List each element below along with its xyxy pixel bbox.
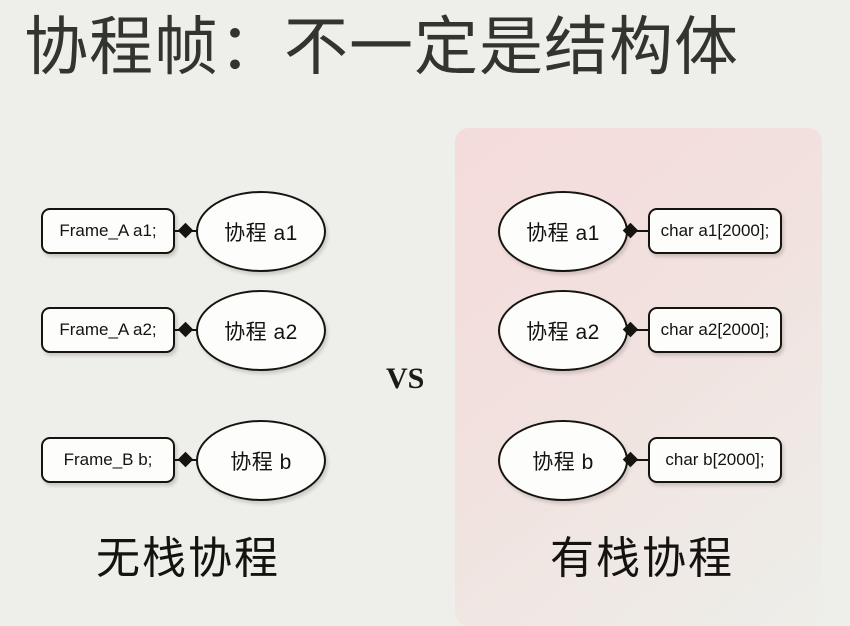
stack-box: char a1[2000]; [648, 208, 782, 254]
coroutine-ellipse: 协程 a2 [498, 290, 628, 371]
connector-line [628, 459, 650, 461]
stackful-caption: 有栈协程 [550, 533, 734, 584]
stackless-caption: 无栈协程 [96, 533, 280, 584]
stack-box: char a2[2000]; [648, 307, 782, 353]
connector-line [628, 329, 650, 331]
coroutine-ellipse: 协程 b [196, 420, 326, 501]
coroutine-ellipse: 协程 a1 [196, 191, 326, 272]
coroutine-ellipse: 协程 a2 [196, 290, 326, 371]
versus-label: VS [386, 362, 425, 395]
connector-line [628, 230, 650, 232]
stack-box: char b[2000]; [648, 437, 782, 483]
connector-diamond-icon [177, 222, 194, 239]
frame-box: Frame_B b; [41, 437, 175, 483]
page-title: 协程帧：不一定是结构体 [24, 11, 739, 85]
frame-box: Frame_A a1; [41, 208, 175, 254]
coroutine-ellipse: 协程 a1 [498, 191, 628, 272]
coroutine-ellipse: 协程 b [498, 420, 628, 501]
connector-diamond-icon [177, 321, 194, 338]
frame-box: Frame_A a2; [41, 307, 175, 353]
connector-diamond-icon [177, 451, 194, 468]
